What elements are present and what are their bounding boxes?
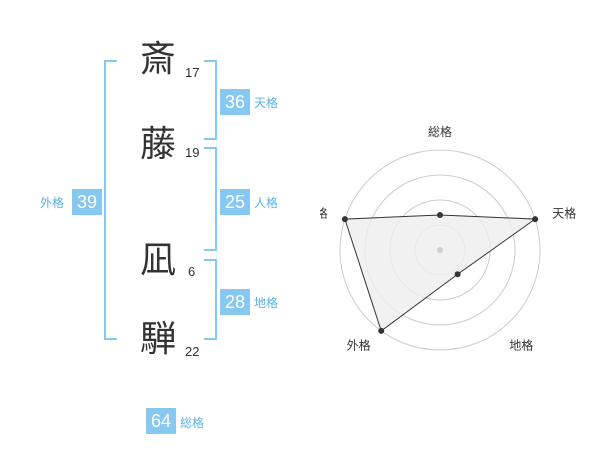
chikaku-score: 28 xyxy=(220,289,250,315)
name-char-1-strokes: 17 xyxy=(185,65,200,80)
soukaku-label: 総格 xyxy=(180,416,205,430)
soukaku-score: 64 xyxy=(146,408,176,434)
tenkaku-bracket xyxy=(204,60,217,140)
name-char-3: 凪 xyxy=(140,240,177,281)
chikaku-bracket xyxy=(204,259,217,340)
chikaku-label: 地格 xyxy=(254,296,279,310)
name-char-3-strokes: 6 xyxy=(188,264,196,279)
gaikaku-score: 39 xyxy=(72,189,102,215)
radar-point-5 xyxy=(341,216,348,223)
gaikaku-bracket xyxy=(104,60,117,340)
tenkaku-label: 天格 xyxy=(254,96,279,110)
radar-axis-label: 総格 xyxy=(428,124,452,139)
radar-axis-label: 天格 xyxy=(552,206,576,221)
name-char-2: 藤 xyxy=(140,124,177,165)
radar-point-2 xyxy=(532,216,539,223)
name-char-1: 斎 xyxy=(140,39,177,80)
radar-axis-label: 地格 xyxy=(509,337,533,352)
jinkaku-score: 25 xyxy=(220,189,250,215)
radar-point-4 xyxy=(378,327,385,334)
radar-grid-ring xyxy=(339,149,541,351)
radar-point-1 xyxy=(437,212,443,218)
gaikaku-label: 外格 xyxy=(40,196,65,210)
name-char-4-strokes: 22 xyxy=(185,344,200,359)
radar-polygon xyxy=(344,214,537,332)
radar-point-3 xyxy=(454,271,461,278)
tenkaku-score: 36 xyxy=(220,89,250,115)
jinkaku-label: 人格 xyxy=(254,196,279,210)
radar-center-dot xyxy=(437,247,443,253)
jinkaku-bracket xyxy=(204,147,217,251)
name-char-2-strokes: 19 xyxy=(185,145,200,160)
name-char-4: 騨 xyxy=(140,319,177,360)
radar-axis-label: 外格 xyxy=(347,337,371,352)
radar-axis-label: 人格 xyxy=(320,206,328,221)
